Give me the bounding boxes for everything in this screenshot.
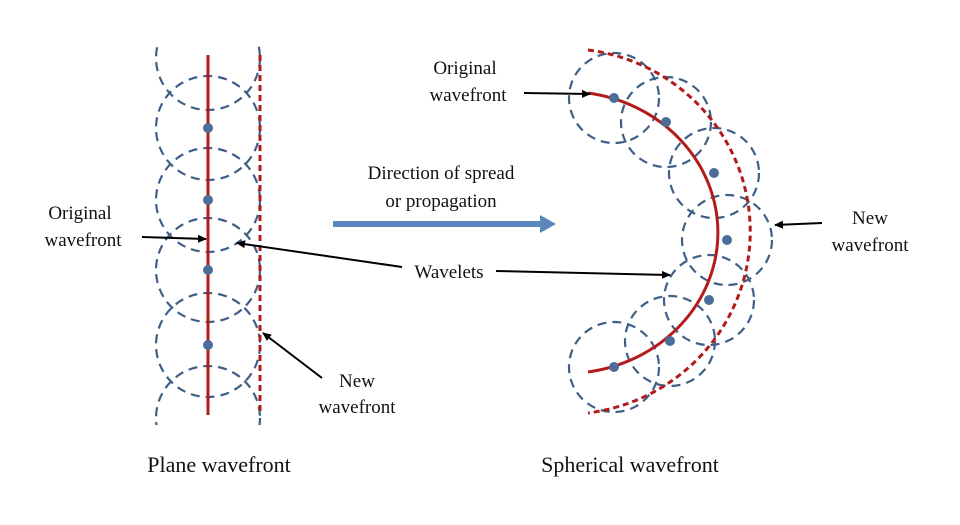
wavelets-pointer-left-arrow (236, 240, 403, 268)
spherical-source-points (609, 93, 732, 372)
right-new-pointer-arrow (774, 220, 823, 229)
source-point (661, 117, 671, 127)
wavelet-circle (680, 193, 774, 287)
left-new-pointer-arrow (262, 332, 323, 379)
wavelets-pointer-right-arrow (495, 270, 671, 279)
direction-label-line-1: Direction of spread (368, 163, 515, 184)
right-new-label-line-1: New (852, 208, 888, 229)
direction-arrow-head (540, 215, 556, 233)
spherical-new-wavefront-arc (587, 48, 752, 415)
spherical-wavelets (567, 51, 774, 414)
left-original-pointer-arrow (141, 234, 207, 243)
left-original-label-line-1: Original (48, 203, 111, 224)
direction-of-propagation: Direction of spread or propagation (333, 163, 556, 233)
wavelet-circle (567, 51, 661, 145)
plane-wavefront-figure (154, 42, 262, 425)
left-new-label-line-2: wavefront (318, 397, 396, 418)
right-new-label-line-2: wavefront (831, 235, 909, 256)
wavelets-label: Wavelets (414, 262, 483, 283)
spherical-wavefront-caption: Spherical wavefront (541, 452, 719, 477)
source-point (665, 336, 675, 346)
labels: Original wavefront Wavelets New wavefron… (44, 58, 909, 477)
wavelet-circle (667, 126, 761, 220)
spherical-wavefront-figure (567, 48, 774, 415)
spherical-original-wavefront-arc (587, 91, 720, 374)
pointer-arrows (141, 89, 823, 379)
source-point (203, 123, 213, 133)
right-original-pointer-arrow (523, 89, 591, 98)
source-point (203, 195, 213, 205)
source-point (203, 340, 213, 350)
source-point (609, 93, 619, 103)
source-point (704, 295, 714, 305)
right-original-label-line-1: Original (433, 58, 496, 79)
source-point (709, 168, 719, 178)
source-point (722, 235, 732, 245)
left-new-label-line-1: New (339, 371, 375, 392)
left-original-label-line-2: wavefront (44, 230, 122, 251)
plane-source-points (203, 123, 213, 350)
wavelet-circle (567, 320, 661, 414)
wavelet-circle (662, 253, 756, 347)
right-original-label-line-2: wavefront (429, 85, 507, 106)
plane-wavefront-caption: Plane wavefront (147, 452, 291, 477)
direction-label-line-2: or propagation (385, 191, 497, 212)
source-point (609, 362, 619, 372)
source-point (203, 265, 213, 275)
